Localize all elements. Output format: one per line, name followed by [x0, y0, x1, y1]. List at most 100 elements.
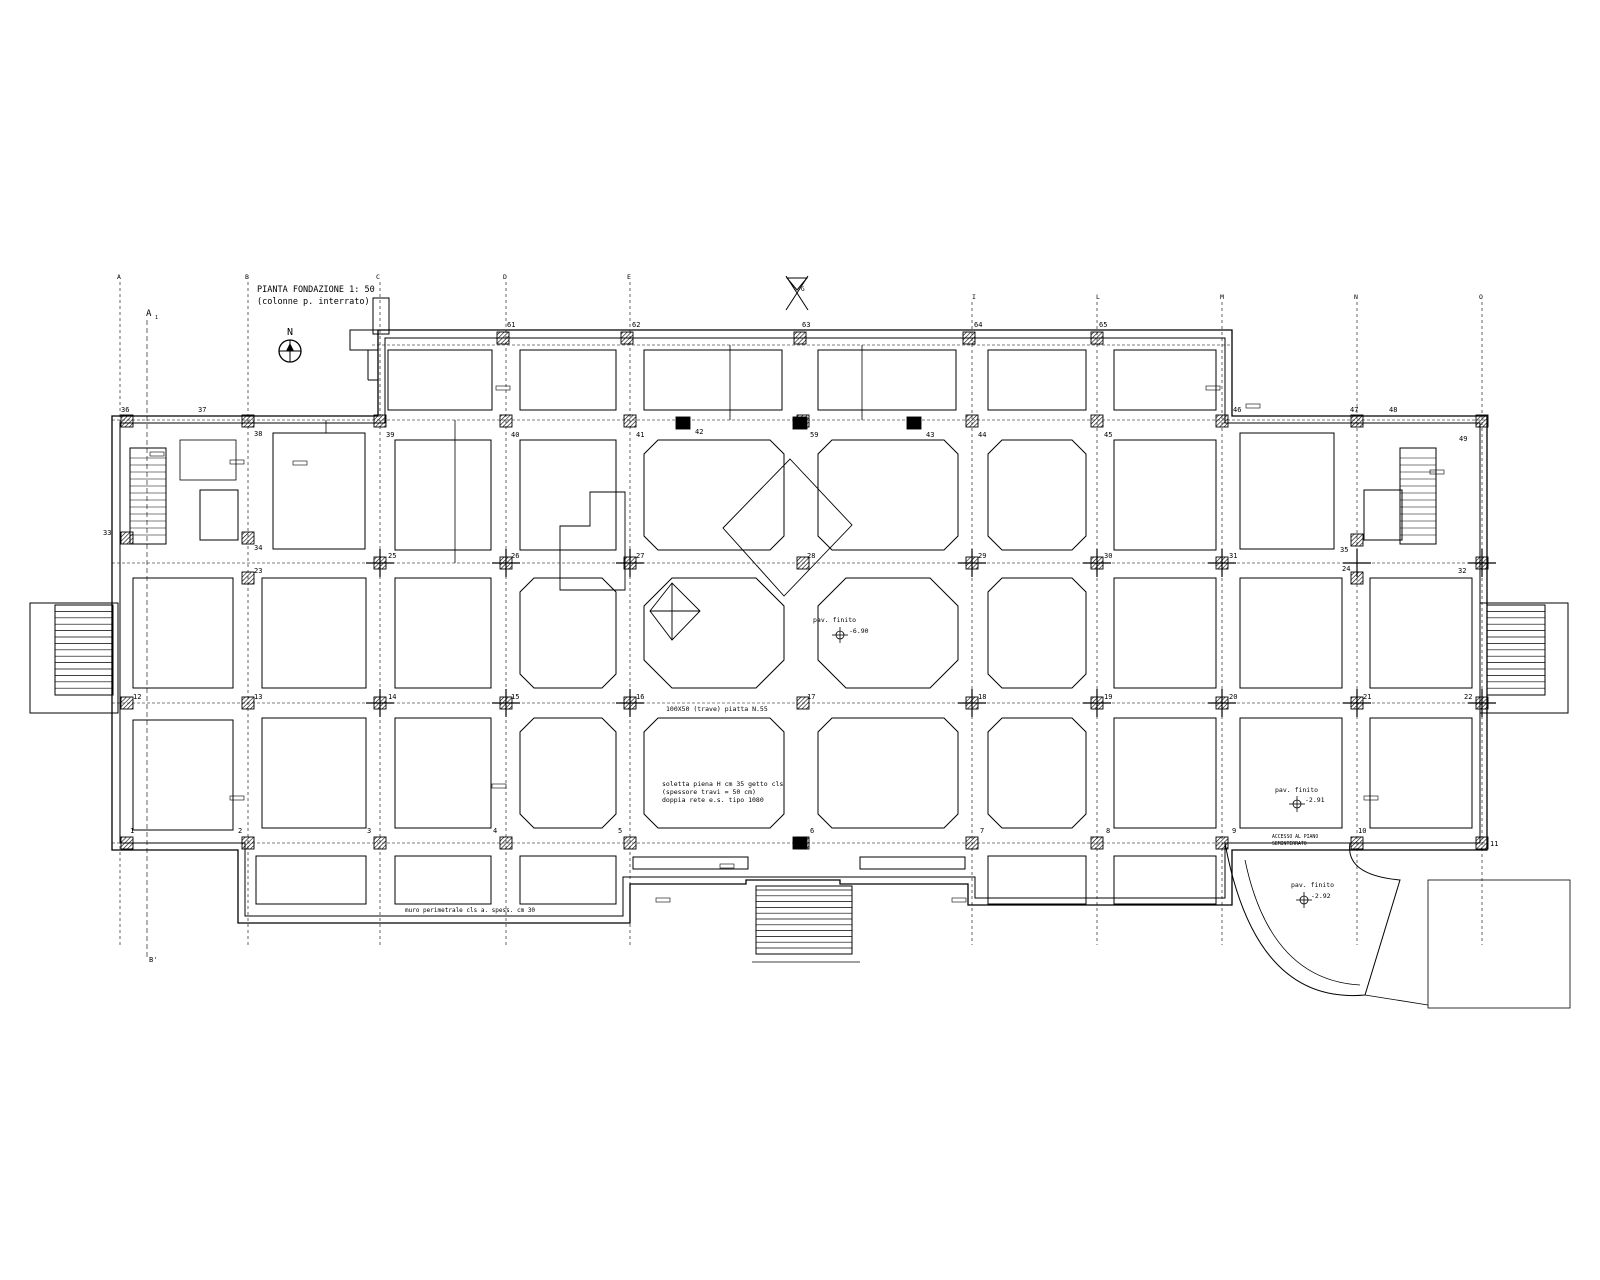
column-number: 23	[254, 567, 262, 575]
column-number: 65	[1099, 321, 1107, 329]
column-number: 31	[1229, 552, 1237, 560]
opening-outline	[722, 458, 853, 597]
foundation-cell	[643, 349, 783, 411]
column-number: 19	[1104, 693, 1112, 701]
entrance-stair-left	[29, 602, 119, 714]
column-marker	[1475, 414, 1489, 428]
column-marker	[623, 836, 637, 850]
foundation-cell	[1239, 717, 1343, 829]
foundation-cell	[987, 349, 1087, 411]
column-number: 6	[810, 827, 814, 835]
column-marker	[373, 414, 387, 428]
column-marker	[373, 836, 387, 850]
dimension-tag	[149, 451, 165, 457]
column-number: 16	[636, 693, 644, 701]
foundation-cell	[1113, 717, 1217, 829]
column-number: 37	[198, 406, 206, 414]
compass-letter: G	[801, 286, 805, 293]
foundation-cell	[519, 717, 617, 829]
dimension-tag	[655, 897, 671, 903]
opening-outline	[649, 582, 701, 641]
column-number: 25	[388, 552, 396, 560]
duct-outline	[372, 297, 390, 335]
foundation-cell	[817, 577, 959, 689]
foundation-cell	[519, 855, 617, 905]
column-marker	[499, 836, 513, 850]
ramp-outline	[1224, 842, 1401, 997]
column-number: 9	[1232, 827, 1236, 835]
row2-column-numbers: 33 34 25 26 27 28 29 30 31 35 24 32 23	[103, 529, 1466, 575]
column-number: 46	[1233, 406, 1241, 414]
column-number: 27	[636, 552, 644, 560]
column-number: 26	[511, 552, 519, 560]
column-number: 39	[386, 431, 394, 439]
shaft-right	[1363, 489, 1403, 541]
plan-line	[1364, 994, 1429, 1006]
column-marker-solid	[792, 416, 808, 430]
column-marker	[1475, 836, 1489, 850]
ramp-landing	[1427, 879, 1571, 1009]
foundation-cell	[1113, 577, 1217, 689]
row4-column-numbers: 1 2 3 4 5 6 7 8 9 10 11	[130, 827, 1498, 848]
column-marker-solid	[675, 416, 691, 430]
dimension-tag	[1245, 403, 1261, 409]
row1-column-numbers: 36 37 38 39 40 41 42 59 43 44 45 46 47 4…	[121, 406, 1467, 443]
dimension-tag	[229, 459, 245, 465]
column-number: 47	[1350, 406, 1358, 414]
column-number: 61	[507, 321, 515, 329]
column-marker	[620, 331, 634, 345]
column-marker	[241, 696, 255, 710]
column-number: 34	[254, 544, 262, 552]
column-marker	[1350, 836, 1364, 850]
north-arrow-icon	[278, 339, 302, 363]
beam-strip	[632, 856, 749, 870]
floor-level-label-center: pav. finito	[813, 616, 856, 624]
column-number: 14	[388, 693, 396, 701]
inner-wall	[119, 337, 1481, 917]
column-marker	[962, 331, 976, 345]
floor-level-value-center: -6.90	[849, 627, 869, 635]
plan-subtitle: (colonne p. interrato)	[257, 297, 370, 307]
column-marker-solid	[906, 416, 922, 430]
room-outline	[179, 439, 237, 481]
column-number: 41	[636, 431, 644, 439]
section-letter-top-sub: 1	[155, 315, 158, 321]
stairwell-right	[1399, 447, 1437, 545]
column-marker	[241, 836, 255, 850]
foundation-cell	[1369, 717, 1473, 829]
dimension-tag	[719, 863, 735, 869]
foundation-cell	[987, 439, 1087, 551]
beam-note: 100X50 (trave) piatta N.55	[666, 705, 768, 713]
column-number: 13	[254, 693, 262, 701]
column-number: 21	[1363, 693, 1371, 701]
column-marker	[120, 836, 134, 850]
plan-geometry	[29, 282, 1571, 1009]
plan-title: PIANTA FONDAZIONE 1: 50	[257, 285, 375, 295]
foundation-cell	[394, 577, 492, 689]
column-number: 12	[133, 693, 141, 701]
column-number: 24	[1342, 565, 1350, 573]
foundation-cell	[1369, 577, 1473, 689]
foundation-cell	[394, 855, 492, 905]
column-marker	[120, 531, 134, 545]
grid-letter: L	[1096, 293, 1100, 301]
foundation-cell	[255, 855, 367, 905]
top-column-numbers: 61 62 63 64 65	[507, 321, 1107, 329]
column-number: 63	[802, 321, 810, 329]
dimension-tag	[292, 460, 308, 466]
foundation-cell	[1239, 577, 1343, 689]
slab-note-line1: soletta piena H cm 35 getto cls	[662, 780, 783, 788]
column-marker	[120, 696, 134, 710]
foundation-cell	[132, 719, 234, 831]
column-number: 45	[1104, 431, 1112, 439]
column-number: 44	[978, 431, 986, 439]
row3-column-numbers: 12 13 14 15 16 17 18 19 20 21 22	[133, 693, 1472, 701]
foundation-cell	[132, 577, 234, 689]
foundation-cell	[643, 717, 785, 829]
foundation-cell	[519, 577, 617, 689]
column-number: 22	[1464, 693, 1472, 701]
column-number: 15	[511, 693, 519, 701]
column-number: 49	[1459, 435, 1467, 443]
column-marker	[1090, 331, 1104, 345]
column-marker	[120, 414, 134, 428]
